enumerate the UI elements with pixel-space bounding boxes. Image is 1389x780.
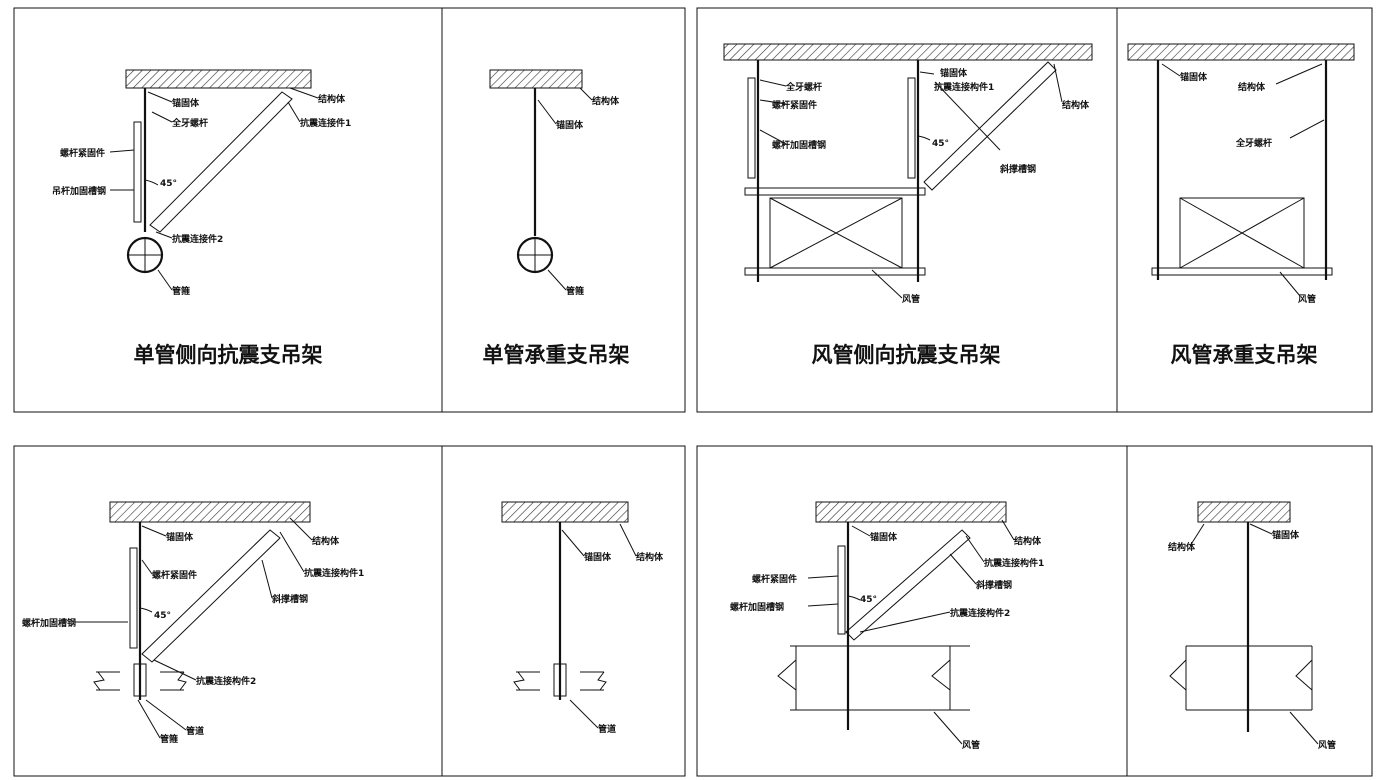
label-anchor: 锚固体 xyxy=(556,119,584,131)
label-angle: 45° xyxy=(154,611,171,621)
label-seismic-conn1: 抗震连接件1 xyxy=(300,117,351,129)
diagonal-brace xyxy=(845,529,971,641)
label-pipe-clamp: 管箍 xyxy=(566,285,584,297)
duct-section xyxy=(769,197,903,269)
ceiling-slab xyxy=(489,69,583,89)
label-brace-channel: 斜撑槽钢 xyxy=(975,579,1012,591)
label-rod-clamp: 螺杆紧固件 xyxy=(772,99,817,111)
label-brace-channel: 斜撑槽钢 xyxy=(999,163,1036,175)
duct-section xyxy=(1179,197,1305,269)
label-structure: 结构体 xyxy=(1062,99,1090,111)
label-anchor: 锚固体 xyxy=(940,67,968,79)
diagonal-brace xyxy=(141,529,281,663)
panel-single-pipe-gravity: 结构体 锚固体 管箍 单管承重支吊架 xyxy=(483,69,630,367)
panel-title: 风管承重支吊架 xyxy=(1171,342,1318,367)
label-duct: 风管 xyxy=(962,739,980,751)
ceiling-slab xyxy=(723,43,1093,61)
label-seismic-member2: 抗震连接构件2 xyxy=(950,607,1010,619)
label-seismic-member1: 抗震连接构件1 xyxy=(984,557,1044,569)
label-angle: 45° xyxy=(860,595,877,605)
label-angle: 45° xyxy=(160,179,177,189)
diagonal-brace xyxy=(149,91,293,233)
panel-duct-lateral-bottom: 锚固体 结构体 抗震连接构件1 螺杆紧固件 斜撑槽钢 45° 螺杆加固槽钢 抗震… xyxy=(730,501,1044,751)
label-structure: 结构体 xyxy=(592,95,620,107)
panel-frame-top-right xyxy=(696,7,1373,413)
label-brace-channel: 斜撑槽钢 xyxy=(271,593,308,605)
label-rod-reinforce: 螺杆加固槽钢 xyxy=(730,601,784,613)
label-duct: 风管 xyxy=(1298,293,1316,305)
label-structure: 结构体 xyxy=(636,551,664,563)
label-pipe-clamp: 管箍 xyxy=(160,733,178,745)
label-seismic-conn2: 抗震连接件2 xyxy=(172,233,223,245)
label-rod-reinforce: 吊杆加固槽钢 xyxy=(52,185,106,197)
ceiling-slab xyxy=(125,69,312,89)
ceiling-slab xyxy=(1127,43,1355,61)
label-full-thread-rod: 全牙螺杆 xyxy=(785,81,822,93)
label-rod-reinforce: 螺杆加固槽钢 xyxy=(772,139,826,151)
label-structure: 结构体 xyxy=(1168,541,1196,553)
label-structure: 结构体 xyxy=(318,93,346,105)
label-rod-clamp: 螺杆紧固件 xyxy=(60,147,105,159)
reinforce-channel xyxy=(133,121,142,223)
panel-frame-top-left xyxy=(13,7,686,413)
label-seismic-member2: 抗震连接构件2 xyxy=(196,675,256,687)
label-seismic-member1: 抗震连接构件1 xyxy=(304,567,364,579)
panel-duct-gravity-bottom: 锚固体 结构体 风管 xyxy=(1168,501,1336,751)
duct-section xyxy=(1186,645,1312,711)
panel-title: 风管侧向抗震支吊架 xyxy=(812,342,1001,367)
label-pipe: 管道 xyxy=(598,723,616,735)
panel-single-pipe-lateral: 锚固体 全牙螺杆 结构体 抗震连接件1 螺杆紧固件 吊杆加固槽钢 45° 抗震连… xyxy=(52,69,351,367)
label-duct: 风管 xyxy=(1318,739,1336,751)
panel-frame-bottom-right xyxy=(696,445,1373,777)
ceiling-slab xyxy=(815,501,1007,523)
label-anchor: 锚固体 xyxy=(870,531,898,543)
label-full-thread-rod: 全牙螺杆 xyxy=(1235,137,1272,149)
label-pipe-clamp: 管箍 xyxy=(172,285,190,297)
label-rod-reinforce: 螺杆加固槽钢 xyxy=(22,617,76,629)
label-pipe: 管道 xyxy=(186,725,204,737)
label-anchor: 锚固体 xyxy=(166,531,194,543)
panel-title: 单管侧向抗震支吊架 xyxy=(134,342,323,367)
panel-frame-bottom-left xyxy=(13,445,686,777)
panel-pipe-gravity-bottom: 锚固体 结构体 管道 xyxy=(501,501,664,735)
panel-duct-gravity: 锚固体 结构体 全牙螺杆 风管 风管承重支吊架 xyxy=(1127,43,1355,367)
label-anchor: 锚固体 xyxy=(1180,71,1208,83)
ceiling-slab xyxy=(1197,501,1291,523)
label-anchor: 锚固体 xyxy=(584,551,612,563)
label-full-thread-rod: 全牙螺杆 xyxy=(171,117,208,129)
label-rod-clamp: 螺杆紧固件 xyxy=(752,573,797,585)
ceiling-slab xyxy=(501,501,629,523)
label-seismic-member1: 抗震连接构件1 xyxy=(934,81,994,93)
ceiling-slab xyxy=(109,501,311,523)
panel-pipe-lateral-bottom: 锚固体 结构体 螺杆紧固件 抗震连接构件1 斜撑槽钢 螺杆加固槽钢 45° 抗震… xyxy=(22,501,364,745)
panel-duct-lateral: 全牙螺杆 螺杆紧固件 螺杆加固槽钢 锚固体 抗震连接构件1 结构体 45° 斜撑… xyxy=(723,43,1093,367)
label-structure: 结构体 xyxy=(1014,535,1042,547)
diagonal-brace xyxy=(923,61,1057,191)
duct-section xyxy=(790,645,970,711)
label-structure: 结构体 xyxy=(312,535,340,547)
label-angle: 45° xyxy=(932,139,949,149)
label-structure: 结构体 xyxy=(1238,81,1266,93)
panel-title: 单管承重支吊架 xyxy=(483,342,630,367)
label-anchor: 锚固体 xyxy=(1272,529,1300,541)
label-rod-clamp: 螺杆紧固件 xyxy=(152,569,197,581)
label-duct: 风管 xyxy=(902,293,920,305)
label-anchor: 锚固体 xyxy=(172,97,200,109)
